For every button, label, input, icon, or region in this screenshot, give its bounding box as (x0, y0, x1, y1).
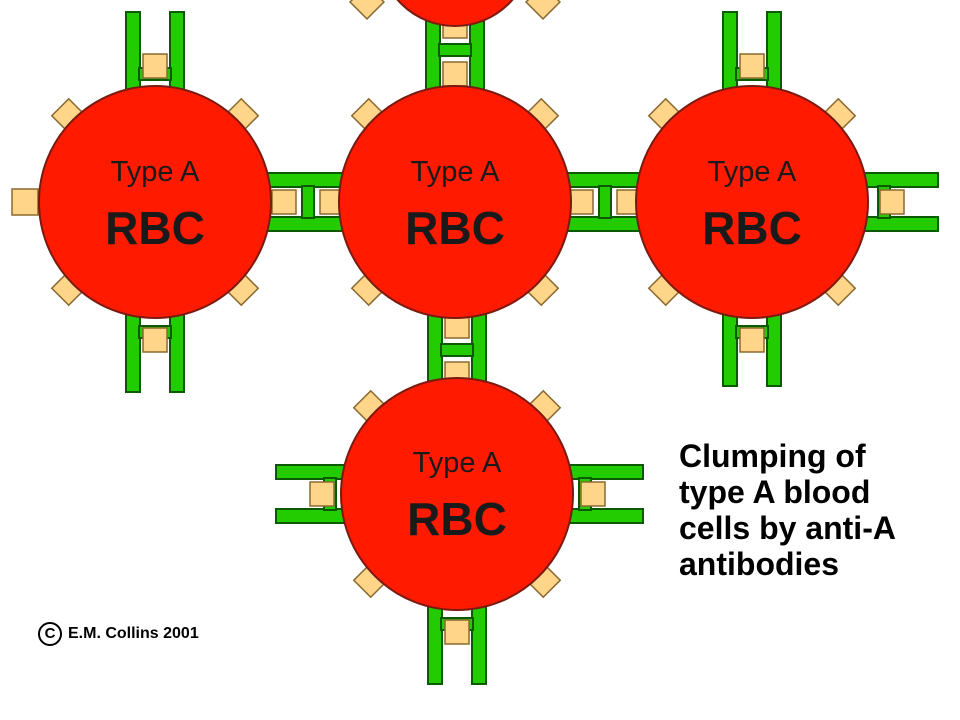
antibody-arm (722, 311, 738, 387)
antigen-marker (444, 619, 470, 645)
antibody (125, 11, 185, 95)
antibody-hinge (598, 185, 612, 219)
antibody-arm (125, 311, 141, 393)
red-blood-cell (340, 377, 574, 611)
copyright-notice: C E.M. Collins 2001 (38, 622, 199, 646)
cell-name-label: RBC (105, 202, 205, 254)
cell-type-label: Type A (708, 156, 797, 188)
red-blood-cell (38, 85, 272, 319)
cell-layer (11, 0, 869, 611)
antigen-marker (739, 327, 765, 353)
antibody-hinge (301, 185, 315, 219)
antibody-arm (471, 603, 487, 685)
antibody-arm (427, 603, 443, 685)
caption-line: Clumping of (679, 438, 866, 474)
antibody-arm (722, 11, 738, 95)
label-layer: Type A RBC Type A RBC Type A RBC Type A … (105, 156, 802, 545)
antibody-hinge (440, 343, 474, 357)
antigen-marker (580, 481, 606, 507)
copyright-icon: C (38, 622, 62, 646)
antibody-layer (125, 0, 939, 685)
antibody-arm (766, 11, 782, 95)
cell-type-label: Type A (413, 447, 502, 479)
antibody-arm (125, 11, 141, 95)
cell-name-label: RBC (407, 493, 507, 545)
antibody-arm (169, 311, 185, 393)
antibody-arm (275, 464, 351, 480)
antigen-marker (442, 61, 468, 87)
antigen-marker (524, 0, 562, 21)
antigen-marker (348, 0, 386, 21)
antigen-marker (739, 53, 765, 79)
antigen-marker (11, 188, 39, 216)
antibody (722, 311, 782, 387)
antibody-arm (564, 508, 644, 524)
caption-line: antibodies (679, 546, 840, 582)
antibody-arm (564, 464, 644, 480)
antibody-hinge (438, 43, 472, 57)
antibody (564, 464, 644, 524)
copyright-text: E.M. Collins 2001 (68, 625, 199, 643)
caption-line: type A blood (679, 474, 871, 510)
red-blood-cell (635, 85, 869, 319)
antigen-marker (568, 189, 594, 215)
red-blood-cell (396, 0, 514, 27)
cell-type-label: Type A (411, 156, 500, 188)
antibody (722, 11, 782, 95)
cell-name-label: RBC (405, 202, 505, 254)
antibody-arm (169, 11, 185, 95)
cell-name-label: RBC (702, 202, 802, 254)
antigen-marker (309, 481, 335, 507)
antibody-bridge (427, 299, 487, 401)
red-blood-cell (338, 85, 572, 319)
antibody (427, 603, 487, 685)
antibody-arm (863, 172, 939, 188)
antibody-arm (766, 311, 782, 387)
diagram-caption: Clumping of type A blood cells by anti-A… (679, 438, 954, 582)
antibody (125, 311, 185, 393)
antibody (863, 172, 939, 232)
antibody-arm (863, 216, 939, 232)
antigen-marker (271, 189, 297, 215)
antibody (275, 464, 351, 524)
cell-type-label: Type A (111, 156, 200, 188)
caption-line: cells by anti-A (679, 510, 896, 546)
antibody-arm (275, 508, 351, 524)
antigen-marker (142, 327, 168, 353)
antigen-marker (879, 189, 905, 215)
antigen-marker (142, 53, 168, 79)
